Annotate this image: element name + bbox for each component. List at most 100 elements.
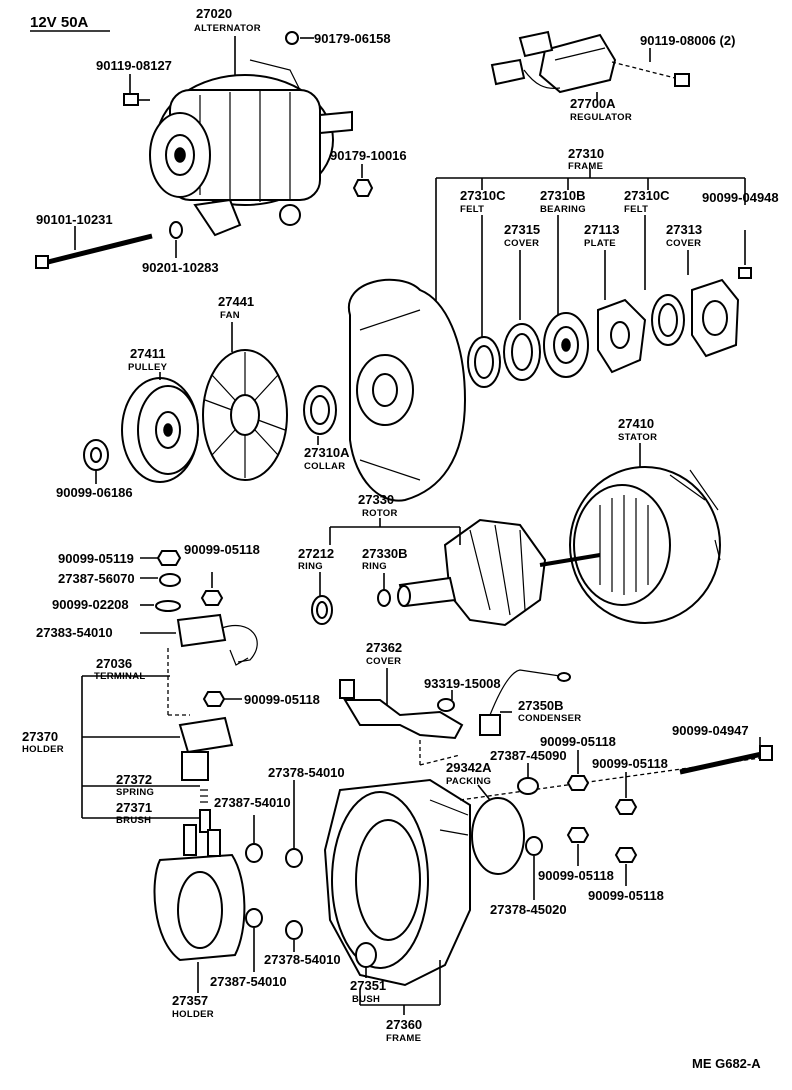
label-27350b-name: CONDENSER [518,713,581,724]
label-27020-num: 27020 [196,6,232,21]
label-27310b-name: BEARING [540,204,586,215]
label-27411-num: 27411 [130,346,165,361]
frame-rear-27360-drawing [323,778,471,1015]
label-27315-name: COVER [504,238,539,249]
label-27330-name: ROTOR [362,508,398,519]
footer-code: ME G682-A [692,1056,761,1071]
label-90099-05118-b: 90099-05118 [244,692,320,707]
label-27387-56070: 27387-56070 [58,571,135,586]
label-90179-06158: 90179-06158 [314,31,391,46]
nut-stack-drawing [140,550,224,612]
label-27410-name: STATOR [618,432,657,443]
label-27036-num: 27036 [96,656,132,671]
nut-90099-05118-f-drawing [614,847,638,886]
label-90099-05118-f: 90099-05118 [588,888,664,903]
label-27357-num: 27357 [172,993,208,1008]
label-27700a-num: 27700A [570,96,616,111]
bolt-90099-04947-drawing [679,737,773,775]
frame-27310-bracket [435,168,746,340]
pulley-27411-drawing [121,372,199,483]
packing-29342a-drawing [471,784,525,875]
bolt-90119-08127-drawing [123,74,150,106]
cover-27313-drawing [691,278,740,358]
label-90099-04948: 90099-04948 [702,190,779,205]
label-90179-10016: 90179-10016 [330,148,407,163]
nut-90099-05118-b-drawing [202,691,242,707]
regulator-drawing [490,30,690,100]
label-27700a-name: REGULATOR [570,112,632,123]
label-27357-name: HOLDER [172,1009,214,1020]
bush-27378-54010-a-drawing [285,780,303,868]
label-27350b-num: 27350B [518,698,564,713]
nut-93319-15008-drawing [437,690,455,712]
label-90101-10231: 90101-10231 [36,212,113,227]
label-27020-name: ALTERNATOR [194,23,261,34]
label-90099-06186: 90099-06186 [56,485,133,500]
brush-holder-drawing [178,716,234,833]
label-27360-num: 27360 [386,1017,422,1032]
bush-27387-54010-b-drawing [245,908,263,972]
alternator-assembly-drawing [149,59,353,237]
label-27378-54010-a: 27378-54010 [268,765,345,780]
bearing-27310b-drawing [543,312,589,378]
label-27113-num: 27113 [584,222,619,237]
label-90099-05118-e: 90099-05118 [538,868,614,883]
label-27313-num: 27313 [666,222,702,237]
label-90099-05118-c: 90099-05118 [540,734,616,749]
label-27378-45020: 27378-45020 [490,902,567,917]
label-93319-15008: 93319-15008 [424,676,501,691]
label-27372-name: SPRING [116,787,154,798]
label-90099-04947: 90099-04947 [672,723,749,738]
label-27310-name: FRAME [568,161,603,172]
label-90119-08006: 90119-08006 (2) [640,33,735,48]
spec-label: 12V 50A [30,14,89,31]
nut-90099-05118-c-drawing [566,750,590,791]
label-27330b-name: RING [362,561,387,572]
felt-27310c-a-drawing [467,336,501,388]
label-27378-54010-b: 27378-54010 [264,952,341,967]
label-27310c-b-num: 27310C [624,188,670,203]
nut-90099-05118-d-drawing [614,772,638,815]
label-27383-54010: 27383-54010 [36,625,113,640]
label-27310b-num: 27310B [540,188,586,203]
label-27351-name: BUSH [352,994,380,1005]
label-27372-num: 27372 [116,772,152,787]
part-labels: 27020 ALTERNATOR 90179-06158 90119-08127… [22,6,779,1071]
label-27310c-a-name: FELT [460,204,484,215]
nut-90099-06186-drawing [83,439,109,484]
label-29342a-num: 29342A [446,760,492,775]
label-27410-num: 27410 [618,416,654,431]
label-27310a-num: 27310A [304,445,350,460]
felt-27310c-b-drawing [651,294,685,346]
condenser-27350b-drawing [479,669,571,736]
label-27387-54010-b: 27387-54010 [210,974,287,989]
nut-90179-10016-drawing [352,164,374,197]
label-27036-name: TERMINAL [94,671,145,682]
frame-drive-end-drawing [347,278,467,502]
ring-27330b-drawing [377,573,391,607]
label-27212-name: RING [298,561,323,572]
label-27362-num: 27362 [366,640,402,655]
nut-90179-06158-drawing [285,31,314,45]
label-27313-name: COVER [666,238,701,249]
collar-27310a-drawing [303,385,337,445]
stator-27410-drawing [569,443,721,624]
terminal-27383-drawing [140,613,258,666]
label-27310a-name: COLLAR [304,461,345,472]
label-27330-num: 27330 [358,492,394,507]
label-27310c-a-num: 27310C [460,188,506,203]
label-27310c-b-name: FELT [624,204,648,215]
cover-27315-drawing [503,323,541,381]
bush-27378-54010-b-drawing [285,920,303,952]
label-27212-num: 27212 [298,546,334,561]
bush-27387-54010-a-drawing [245,815,263,863]
label-27360-name: FRAME [386,1033,421,1044]
label-90099-02208: 90099-02208 [52,597,129,612]
label-29342a-name: PACKING [446,776,491,787]
label-90119-08127: 90119-08127 [96,58,172,73]
label-27370-name: HOLDER [22,744,64,755]
fan-27441-drawing [202,322,288,481]
label-90099-05118-a: 90099-05118 [184,542,260,557]
label-90099-05119: 90099-05119 [58,551,134,566]
